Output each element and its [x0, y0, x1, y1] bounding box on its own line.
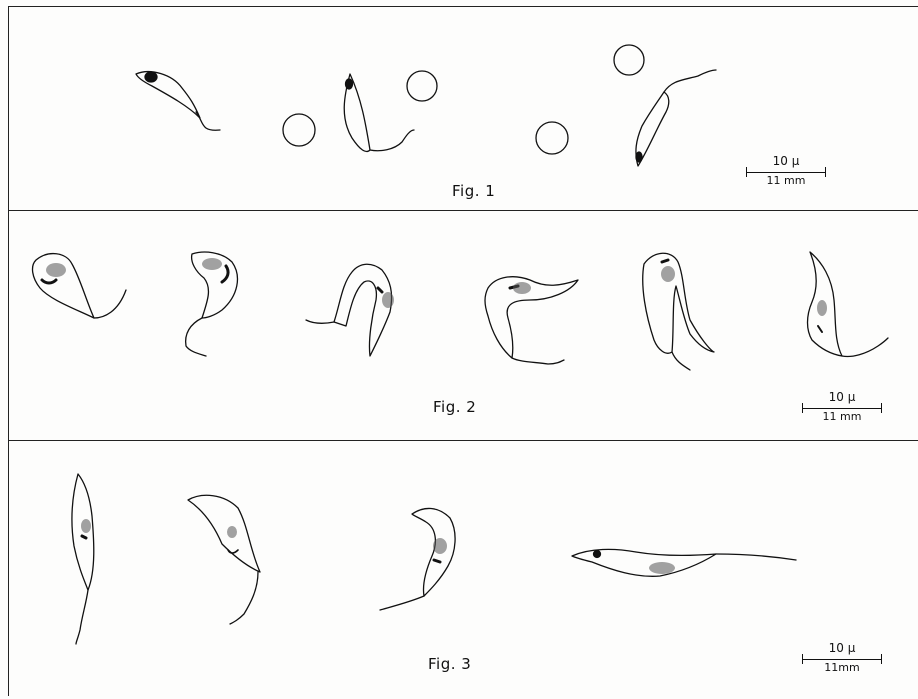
fig3-kinetoplast-4 — [594, 551, 601, 558]
fig2-parasite-1 — [33, 254, 94, 318]
fig3-kinetoplast-3 — [434, 560, 440, 562]
fig1-drawings — [136, 45, 716, 166]
fig3-parasite-2 — [188, 495, 260, 572]
fig1-caption: Fig. 1 — [452, 182, 495, 200]
fig2-kinetoplast-6 — [818, 326, 822, 332]
fig1-scale-bar: 10 μ 11 mm — [746, 156, 826, 190]
fig3-drawings — [72, 474, 796, 644]
fig2-kinetoplast-5 — [662, 260, 668, 262]
fig2-flagellum-6 — [842, 338, 888, 357]
fig1-kinetoplast-3 — [636, 152, 642, 162]
fig3-nucleus-3 — [433, 538, 447, 554]
fig1-erythrocyte-1 — [283, 114, 315, 146]
fig1-erythrocyte-3 — [536, 122, 568, 154]
fig3-scale-length: 10 μ — [802, 641, 882, 655]
fig2-nucleus-1 — [46, 263, 66, 277]
fig1-kinetoplast-2 — [346, 79, 353, 89]
fig1-erythrocyte-4 — [614, 45, 644, 75]
fig1-kinetoplast-1 — [145, 72, 157, 82]
fig2-flagellum-5 — [672, 352, 690, 370]
fig3-nucleus-1 — [81, 519, 91, 533]
fig3-scale-ratio: 11mm — [802, 661, 882, 674]
fig2-nuclei — [46, 258, 827, 316]
fig2-scale-length: 10 μ — [802, 390, 882, 404]
fig3-nucleus-2 — [227, 526, 237, 538]
fig2-nucleus-3 — [382, 292, 394, 308]
fig2-kinetoplast-1 — [42, 280, 56, 283]
fig3-kinetoplast-1 — [82, 536, 86, 538]
fig2-nucleus-2 — [202, 258, 222, 270]
fig2-kinetoplast-3 — [378, 288, 382, 292]
fig2-nucleus-5 — [661, 266, 675, 282]
fig2-flagellum-2 — [186, 318, 206, 356]
fig3-nucleus-4 — [649, 562, 675, 574]
fig2-flagellum-1 — [94, 290, 126, 318]
fig3-nuclei — [81, 519, 675, 574]
fig2-scale-bar: 10 μ 11 mm — [802, 392, 882, 426]
fig1-scale-length: 10 μ — [746, 154, 826, 168]
fig3-caption: Fig. 3 — [428, 655, 471, 673]
fig1-flagellum-1 — [196, 112, 220, 130]
fig2-flagellum-3 — [306, 320, 334, 323]
fig1-flagellum-2 — [370, 130, 414, 151]
fig3-flagellum-1 — [76, 590, 88, 644]
fig2-parasite-4 — [485, 277, 578, 358]
fig2-parasite-3 — [334, 264, 392, 356]
fig1-scale-ratio: 11 mm — [746, 174, 826, 187]
fig3-flagellum-3 — [380, 596, 424, 610]
fig2-parasite-5 — [643, 253, 714, 353]
fig3-flagellum-4 — [716, 554, 796, 560]
fig2-nucleus-6 — [817, 300, 827, 316]
fig3-parasite-3 — [412, 508, 455, 596]
fig2-nucleus-4 — [513, 282, 531, 294]
fig2-scale-ratio: 11 mm — [802, 410, 882, 423]
fig2-flagellum-4 — [512, 358, 564, 364]
fig3-parasite-1 — [72, 474, 94, 590]
fig2-drawings — [33, 252, 888, 370]
fig3-scale-bar: 10 μ 11mm — [802, 643, 882, 677]
fig1-flagellum-3 — [664, 70, 716, 92]
fig2-kinetoplast-2 — [222, 266, 228, 282]
fig1-erythrocyte-2 — [407, 71, 437, 101]
fig3-flagellum-2 — [230, 572, 258, 624]
fig2-caption: Fig. 2 — [433, 398, 476, 416]
